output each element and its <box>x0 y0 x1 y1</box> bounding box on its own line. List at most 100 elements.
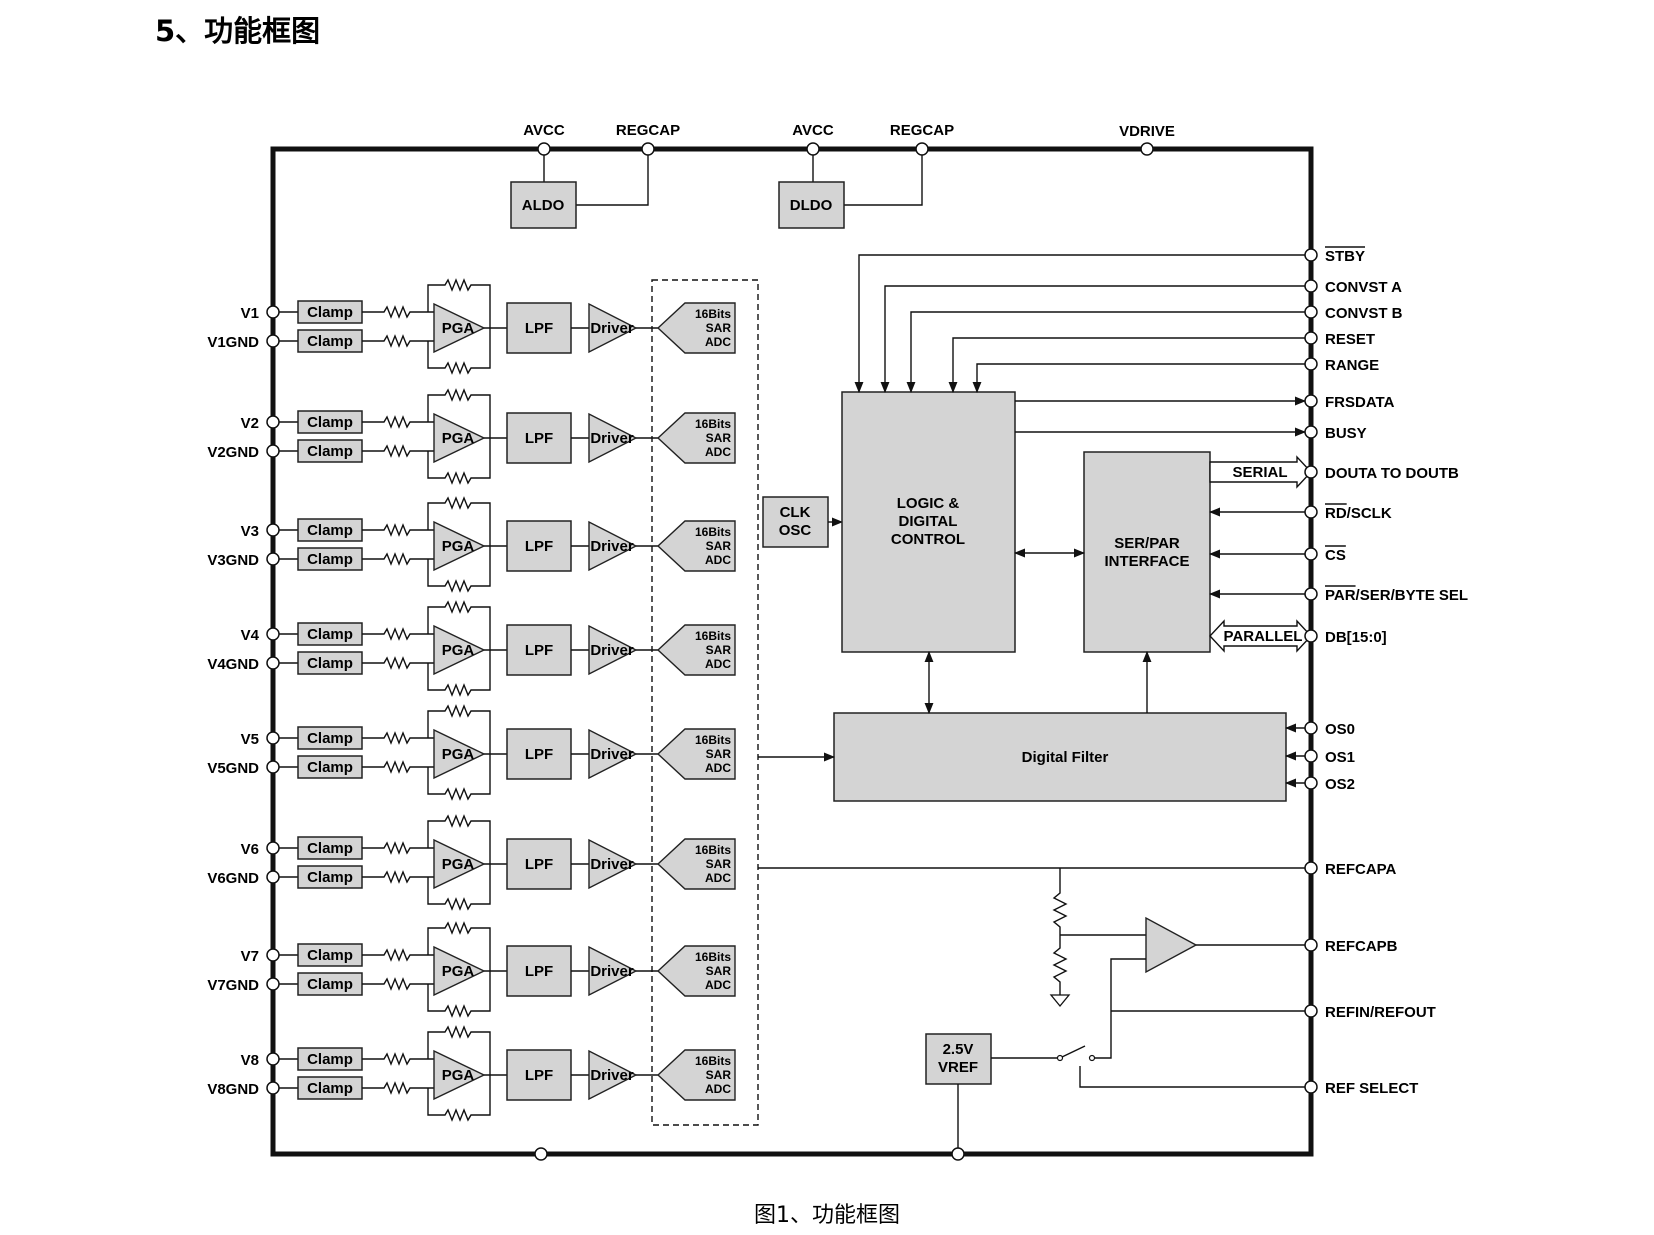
parallel-bus-label: PARALLEL <box>1224 628 1303 645</box>
pga-label: PGA <box>442 320 475 337</box>
adc-label-line: ADC <box>705 553 731 567</box>
clamp-label: Clamp <box>307 869 353 886</box>
pin-circle <box>1304 465 1318 479</box>
clamp-label: Clamp <box>307 947 353 964</box>
right-pin-label: CONVST A <box>1325 279 1402 296</box>
pin-channel-pos <box>266 305 280 319</box>
driver-amplifier <box>588 945 638 997</box>
right-pin-label: REFCAPB <box>1325 938 1398 955</box>
adc-label-line: ADC <box>705 445 731 459</box>
right-pin-label: OS1 <box>1325 749 1355 766</box>
clamp-label: Clamp <box>307 1080 353 1097</box>
pin-channel-pos <box>266 523 280 537</box>
right-pin-label: DB[15:0] <box>1325 629 1387 646</box>
pga-label: PGA <box>442 746 475 763</box>
right-pin-2: CONVST B <box>1304 305 1403 322</box>
pin-channel-neg <box>266 334 280 348</box>
pin-circle <box>1304 587 1318 601</box>
right-pin-4: RANGE <box>1304 357 1379 374</box>
clamp-label: Clamp <box>307 333 353 350</box>
pin-circle <box>1304 938 1318 952</box>
right-pin-6: BUSY <box>1304 425 1367 442</box>
pga-amplifier <box>433 302 486 354</box>
pin-circle <box>1304 394 1318 408</box>
driver-amplifier <box>588 1049 638 1101</box>
adc-label-line: SAR <box>706 431 732 445</box>
pin-bottom-agnd <box>534 1147 548 1161</box>
pin-regcap-analog <box>641 142 655 156</box>
serpar-label-line2: INTERFACE <box>1104 553 1189 570</box>
adc-label-line: SAR <box>706 643 732 657</box>
pga-amplifier <box>433 412 486 464</box>
vref-block <box>925 1033 992 1085</box>
pga-amplifier <box>433 1049 486 1101</box>
adc-label-line: 16Bits <box>695 733 731 747</box>
internal-wiring <box>758 254 1312 788</box>
right-pin-label: OS2 <box>1325 776 1355 793</box>
right-pin-label: BUSY <box>1325 425 1367 442</box>
pin-channel-neg <box>266 870 280 884</box>
vref-label-line2: VREF <box>938 1059 978 1076</box>
right-pin-8: RD/SCLK <box>1304 505 1392 522</box>
pin-channel-pos <box>266 731 280 745</box>
lpf-label: LPF <box>525 963 553 980</box>
driver-label: Driver <box>590 430 634 447</box>
right-pin-1: CONVST A <box>1304 279 1402 296</box>
figure-caption: 图1、功能框图 <box>754 1203 900 1228</box>
pin-avcc-digital <box>806 142 820 156</box>
pin-circle <box>1304 425 1318 439</box>
channel-pos-label: V3 <box>241 523 259 540</box>
right-pin-18: REF SELECT <box>1304 1080 1418 1097</box>
adc-label-line: ADC <box>705 1082 731 1096</box>
pin-label-vdrive: VDRIVE <box>1119 123 1175 140</box>
adc-label-line: SAR <box>706 964 732 978</box>
ser-par-interface-block <box>1083 451 1211 653</box>
driver-amplifier <box>588 728 638 780</box>
pga-amplifier <box>433 838 486 890</box>
clamp-label: Clamp <box>307 1051 353 1068</box>
pga-label: PGA <box>442 538 475 555</box>
pin-circle <box>1304 331 1318 345</box>
clamp-label: Clamp <box>307 551 353 568</box>
right-pin-10: PAR/SER/BYTE SEL <box>1304 587 1468 604</box>
lpf-block <box>506 412 572 464</box>
channel-pos-label: V2 <box>241 415 259 432</box>
driver-label: Driver <box>590 746 634 763</box>
channel-neg-label: V5GND <box>207 760 259 777</box>
pin-channel-pos <box>266 627 280 641</box>
right-pin-label: CS <box>1325 547 1346 564</box>
right-pin-5: FRSDATA <box>1304 394 1395 411</box>
lpf-label: LPF <box>525 746 553 763</box>
right-pin-label: PAR/SER/BYTE SEL <box>1325 587 1468 604</box>
sar-adc-block <box>656 412 736 464</box>
channel-neg-label: V3GND <box>207 552 259 569</box>
pin-channel-neg <box>266 760 280 774</box>
sar-adc-block <box>656 945 736 997</box>
sar-adc-block <box>656 838 736 890</box>
logic-control-block <box>841 391 1016 653</box>
aldo-label: ALDO <box>522 197 565 214</box>
pin-circle <box>1304 721 1318 735</box>
pin-avcc-analog <box>537 142 551 156</box>
pin-label-avcc-digital: AVCC <box>792 122 834 139</box>
channel-pos-label: V6 <box>241 841 259 858</box>
lpf-label: LPF <box>525 538 553 555</box>
adc-label-line: 16Bits <box>695 525 731 539</box>
digital-filter-block <box>833 712 1287 802</box>
right-pin-label: OS0 <box>1325 721 1355 738</box>
dldo-label: DLDO <box>790 197 833 214</box>
driver-label: Driver <box>590 1067 634 1084</box>
serpar-label-line1: SER/PAR <box>1114 535 1180 552</box>
pin-channel-neg <box>266 444 280 458</box>
channel-neg-label: V8GND <box>207 1081 259 1098</box>
adc-label-line: ADC <box>705 335 731 349</box>
lpf-label: LPF <box>525 430 553 447</box>
pin-circle <box>1304 776 1318 790</box>
driver-amplifier <box>588 624 638 676</box>
